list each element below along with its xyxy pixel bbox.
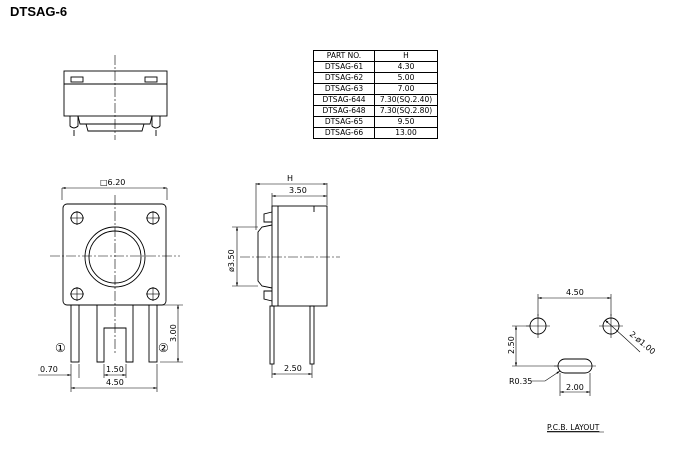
front-width-dim: □6.20	[100, 178, 125, 187]
stem-diameter-dim: ø3.50	[227, 249, 236, 272]
height-h-dim: H	[287, 174, 293, 183]
pin-1-label: ①	[55, 341, 66, 355]
pcb-layout-caption: P.C.B. LAYOUT	[547, 423, 600, 432]
drawing-title: DTSAG-6	[10, 4, 68, 19]
top-view	[63, 55, 168, 140]
hole-diameter-dim: 2-ø1.00	[628, 330, 657, 357]
body-depth-dim: 3.50	[289, 186, 307, 195]
pin-offset-dim: 0.70	[40, 365, 58, 374]
lead-spacing-dim: 2.50	[284, 364, 302, 373]
side-view: H 3.50 ø3.50 2.50	[227, 174, 340, 378]
front-view: □6.20 ① ② 3.00	[38, 178, 183, 392]
pin-height-dim: 3.00	[169, 324, 178, 342]
pin-gap-dim: 1.50	[106, 365, 124, 374]
pin-2-label: ②	[158, 341, 169, 355]
part-no-cell: DTSAG-66	[313, 127, 375, 139]
h-cell: 13.00	[374, 127, 438, 139]
pcb-layout: 4.50 2-ø1.00 2.50 R0.35 2.00 P.C.B. LAYO…	[507, 288, 657, 433]
slot-radius-dim: R0.35	[509, 377, 532, 386]
hole-spacing-dim: 4.50	[566, 288, 584, 297]
row-spacing-dim: 2.50	[507, 336, 516, 354]
table-header-row: PART NO. H	[313, 50, 438, 62]
slot-width-dim: 2.00	[566, 383, 584, 392]
pin-span-dim: 4.50	[106, 378, 124, 387]
